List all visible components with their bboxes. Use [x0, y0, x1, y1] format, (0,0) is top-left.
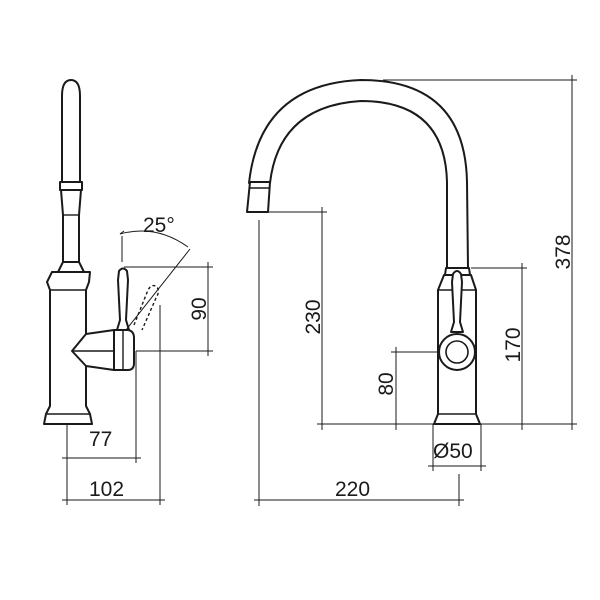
side-handle-cone — [71, 329, 115, 371]
spout-aerator — [246, 181, 271, 213]
side-lower-neck — [60, 189, 82, 263]
overall-height-label: 378 — [552, 234, 575, 269]
side-riser-tube — [61, 79, 81, 183]
side-handle-boss — [113, 329, 135, 371]
angle-label: 25° — [143, 214, 175, 237]
spout-offset-label: 77 — [89, 428, 112, 451]
reach-label: 220 — [335, 478, 370, 501]
gooseneck-spout — [248, 79, 469, 269]
outlet-height-label: 230 — [302, 299, 325, 334]
side-lever-upright — [116, 267, 130, 331]
side-neck-flare — [57, 261, 85, 273]
front-lever — [450, 270, 464, 333]
front-view: 230 80 170 378 Ø50 220 — [246, 75, 577, 506]
handle-axis-height-label: 170 — [502, 327, 525, 362]
side-collar — [59, 181, 83, 191]
overall-depth-label: 102 — [89, 478, 124, 501]
handle-height-label: 90 — [188, 297, 211, 320]
base-diameter-label: Ø50 — [433, 440, 473, 463]
side-lever-rotated-dashed — [133, 284, 159, 331]
lever-height-label: 80 — [375, 372, 398, 395]
handle-disc-inner — [445, 340, 469, 364]
side-view: 25° 90 77 102 — [43, 79, 213, 505]
